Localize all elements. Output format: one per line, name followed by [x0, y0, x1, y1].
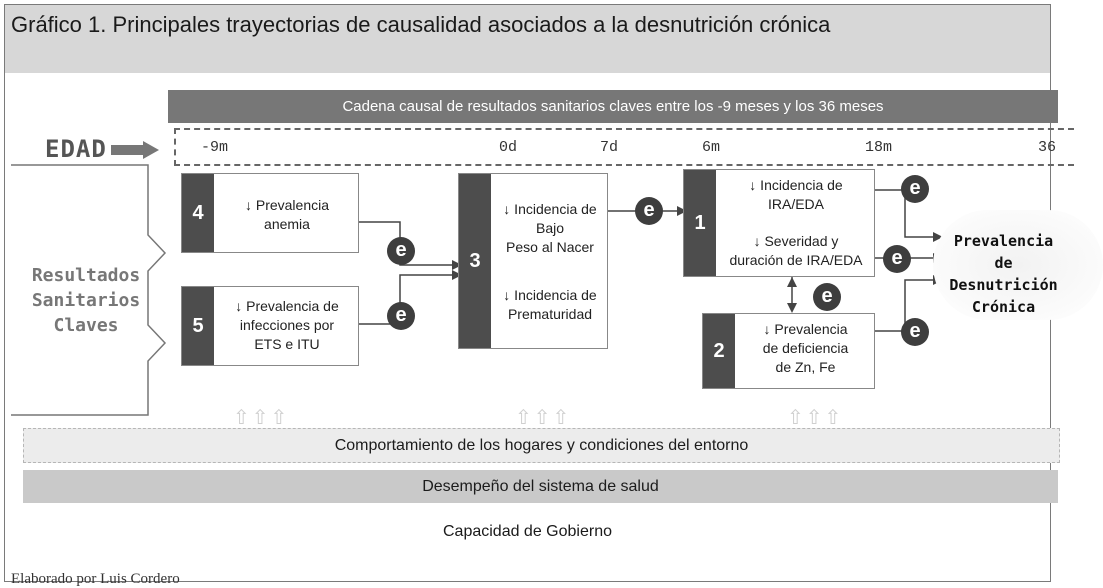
- outcome-halo: [933, 210, 1103, 320]
- box-line: Peso al Nacer: [506, 239, 594, 255]
- box-text-top: ↓ Incidencia de IRA/EDA: [718, 176, 874, 214]
- age-label: EDAD: [45, 135, 107, 163]
- box-ira-eda: 1 ↓ Incidencia de IRA/EDA ↓ Severidad y …: [683, 169, 875, 277]
- effect-circle: e: [901, 175, 929, 203]
- effect-circle: e: [883, 245, 911, 273]
- left-bracket: [11, 164, 167, 416]
- causal-chain-banner: Cadena causal de resultados sanitarios c…: [168, 90, 1058, 123]
- box-line: Prematuridad: [507, 306, 593, 322]
- box-line: ↓ Incidencia de Bajo: [503, 201, 597, 236]
- outcome-line: Prevalencia de: [953, 232, 1054, 272]
- outcome-label: Prevalencia de Desnutrición Crónica: [941, 230, 1066, 318]
- box-line: ↓ Prevalencia: [763, 321, 848, 337]
- age-tick: 7d: [600, 139, 619, 156]
- outcome-line: Crónica: [971, 298, 1036, 316]
- box-text-top: ↓ Incidencia de Bajo Peso al Nacer: [493, 200, 607, 257]
- label-line: Resultados: [31, 265, 141, 286]
- outcome-line: Desnutrición: [949, 276, 1058, 294]
- box-text: ↓ Prevalencia de infecciones por ETS e I…: [216, 297, 358, 354]
- age-tick: -9m: [201, 139, 229, 156]
- health-system-band: Desempeño del sistema de salud: [23, 470, 1058, 503]
- box-number: 5: [182, 287, 214, 365]
- box-infections: 5 ↓ Prevalencia de infecciones por ETS e…: [181, 286, 359, 366]
- box-number: 3: [459, 174, 491, 348]
- box-line: infecciones por: [239, 317, 335, 333]
- box-line: de Zn, Fe: [775, 359, 836, 375]
- age-tick: 0d: [499, 139, 518, 156]
- health-outcomes-label: Resultados Sanitarios Claves: [21, 263, 151, 338]
- figure-title: Gráfico 1. Principales trayectorias de c…: [11, 12, 831, 37]
- age-tick: 36: [1038, 139, 1057, 156]
- effect-circle: e: [387, 237, 415, 265]
- box-line: anemia: [264, 216, 310, 232]
- households-band: Comportamiento de los hogares y condicio…: [23, 428, 1060, 463]
- box-line: ↓ Prevalencia: [244, 197, 330, 213]
- up-arrows-icon: ⇧⇧⇧: [515, 407, 572, 429]
- box-number: 4: [182, 174, 214, 252]
- box-zn-fe: 2 ↓ Prevalencia de deficiencia de Zn, Fe: [702, 313, 875, 389]
- box-text: ↓ Prevalencia de deficiencia de Zn, Fe: [737, 320, 874, 377]
- box-line: ↓ Severidad y: [753, 233, 839, 249]
- box-line: IRA/EDA: [767, 196, 824, 212]
- box-text-bottom: ↓ Severidad y duración de IRA/EDA: [718, 232, 874, 270]
- age-tick: 18m: [865, 139, 893, 156]
- box-line: ↓ Prevalencia de: [235, 298, 339, 314]
- effect-circle: e: [813, 283, 841, 311]
- up-arrows-icon: ⇧⇧⇧: [787, 407, 844, 429]
- box-line: ETS e ITU: [254, 336, 320, 352]
- government-capacity-label: Capacidad de Gobierno: [442, 523, 612, 540]
- box-line: duración de IRA/EDA: [729, 252, 863, 268]
- effect-circle: e: [901, 318, 929, 346]
- age-tick: 6m: [702, 139, 721, 156]
- age-timeline: [174, 128, 1074, 166]
- title-bar: Gráfico 1. Principales trayectorias de c…: [5, 5, 1050, 73]
- box-text: ↓ Prevalencia anemia: [216, 196, 358, 234]
- figure-frame: Gráfico 1. Principales trayectorias de c…: [4, 4, 1103, 587]
- box-line: ↓ Incidencia de: [749, 177, 843, 193]
- box-anemia: 4 ↓ Prevalencia anemia: [181, 173, 359, 253]
- box-line: ↓ Incidencia de: [503, 287, 597, 303]
- box-number: 2: [703, 314, 735, 388]
- effect-circle: e: [635, 197, 663, 225]
- box-number: 1: [684, 170, 716, 276]
- up-arrows-icon: ⇧⇧⇧: [233, 407, 290, 429]
- box-line: de deficiencia: [762, 340, 849, 356]
- box-text-bottom: ↓ Incidencia de Prematuridad: [493, 286, 607, 324]
- label-line: Claves: [53, 315, 119, 336]
- box-birth-weight: 3 ↓ Incidencia de Bajo Peso al Nacer ↓ I…: [458, 173, 608, 349]
- label-line: Sanitarios: [31, 290, 141, 311]
- credit-line: Elaborado por Luis Cordero: [11, 571, 180, 587]
- effect-circle: e: [387, 302, 415, 330]
- age-arrow-icon: [111, 141, 159, 159]
